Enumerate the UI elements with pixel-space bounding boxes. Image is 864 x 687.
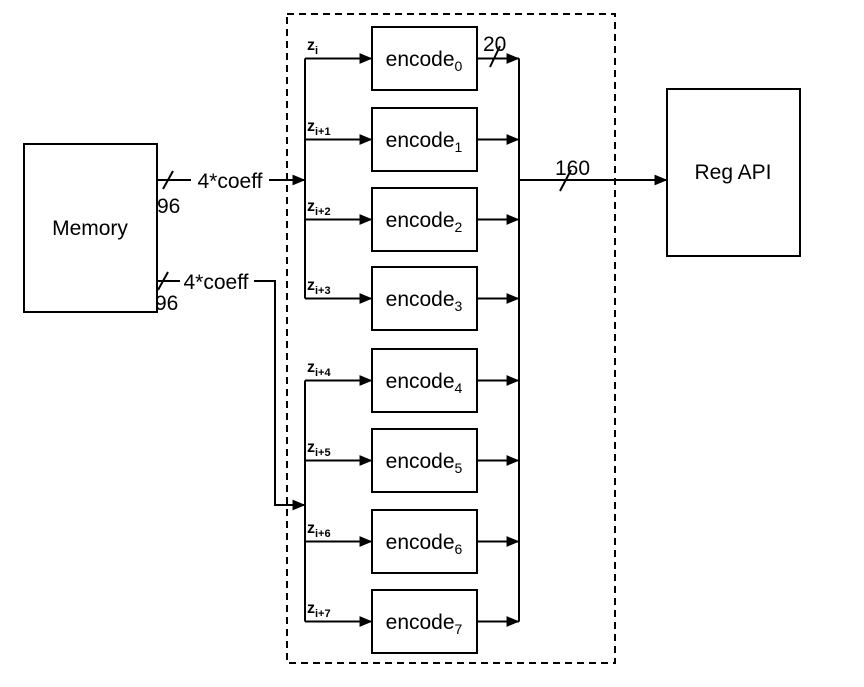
encode7-label: encode7 [386, 611, 463, 637]
result-bus-width-label: 160 [555, 157, 590, 180]
encoder-row-2: encode2 zi+2 [305, 187, 520, 252]
encode4-input-label: zi+4 [307, 359, 331, 379]
encode6-input-label: zi+6 [307, 520, 331, 540]
wire-memory-out-bottom [157, 280, 306, 511]
encode4-label: encode4 [386, 370, 463, 396]
encode3-label: encode3 [386, 288, 463, 314]
encoder-row-4: encode4 zi+4 [305, 348, 520, 413]
encode2-input-label: zi+2 [307, 198, 331, 218]
encode6-label: encode6 [386, 531, 463, 557]
encode0-input-label: zi [307, 37, 318, 57]
bus-top-label-bg [191, 167, 269, 193]
encode1-input-label: zi+1 [307, 118, 331, 138]
encode3-input-label: zi+3 [307, 277, 331, 297]
encode4-box [371, 348, 478, 413]
bus-bottom-label-bg [180, 268, 254, 294]
encode5-box [371, 428, 478, 493]
encode1-box [371, 107, 478, 172]
encode1-label: encode1 [386, 129, 463, 155]
reg-api-label: Reg API [694, 161, 771, 184]
encoder-output-width-slash [489, 45, 501, 68]
encoder-row-0: encode0 zi [305, 26, 520, 91]
encoder-row-6: encode6 zi+6 [305, 509, 520, 574]
encode7-input-label: zi+7 [307, 600, 331, 620]
memory-label: Memory [52, 217, 128, 240]
bus-top-width-label: 96 [157, 195, 180, 218]
memory-box [23, 143, 158, 313]
encoder-row-3: encode3 zi+3 [305, 266, 520, 331]
encoder-row-5: encode5 zi+5 [305, 428, 520, 493]
bus-bottom-label: 4*coeff [184, 271, 249, 294]
bus-width-slash-bottom [157, 271, 169, 291]
result-bus-width-slash [559, 169, 572, 192]
encode0-box [371, 26, 478, 91]
encode2-box [371, 187, 478, 252]
encode3-box [371, 266, 478, 331]
encoder-row-7: encode7 zi+7 [305, 589, 520, 654]
encoder-output-width-label: 20 [483, 33, 506, 56]
encoder-row-1: encode1 zi+1 [305, 107, 520, 172]
bus-width-slash-top [162, 170, 174, 190]
encode2-label: encode2 [386, 209, 463, 235]
encode0-label: encode0 [386, 48, 463, 74]
encode5-input-label: zi+5 [307, 439, 331, 459]
encoder-module-dashed-border [286, 13, 616, 664]
reg-api-box [666, 88, 801, 257]
encode5-label: encode5 [386, 450, 463, 476]
encode7-box [371, 589, 478, 654]
bus-bottom-width-label: 96 [155, 292, 178, 315]
bus-top-label: 4*coeff [198, 170, 263, 193]
encode6-box [371, 509, 478, 574]
